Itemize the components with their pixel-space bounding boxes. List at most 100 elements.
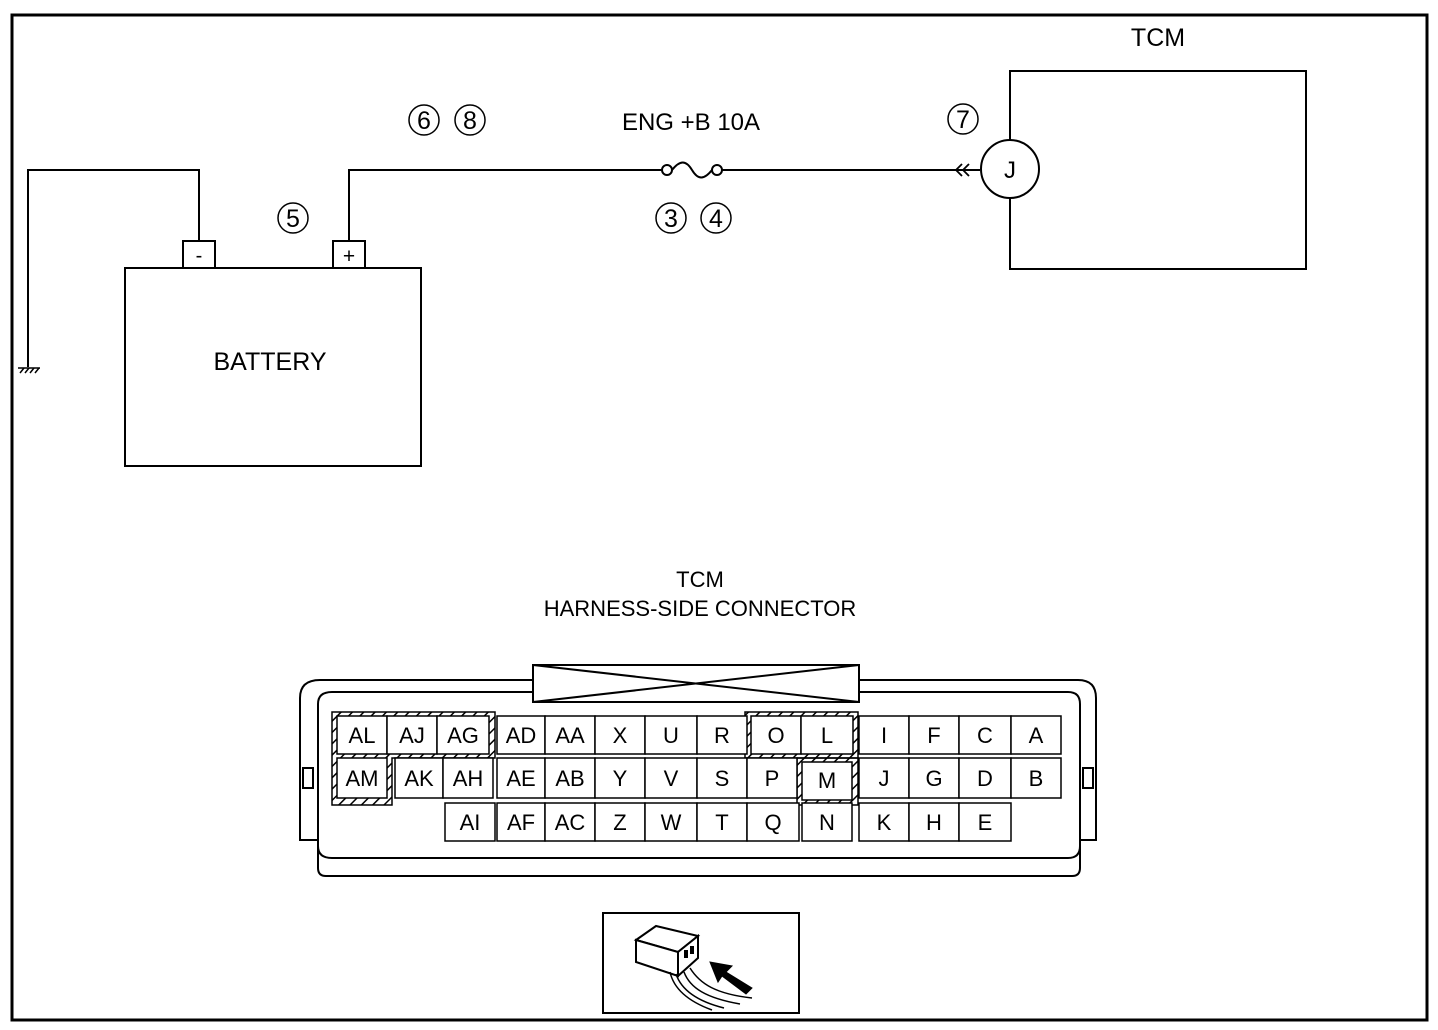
svg-text:Z: Z (613, 810, 626, 835)
pin-t: T (696, 802, 748, 842)
pin-u: U (644, 715, 698, 755)
svg-text:M: M (818, 768, 836, 793)
callout-5: 5 (277, 202, 309, 234)
pin-ab: AB (544, 757, 596, 799)
connector-probe-icon (602, 912, 800, 1014)
svg-text:H: H (926, 810, 942, 835)
callout-6: 6 (408, 104, 440, 136)
pin-af: AF (496, 802, 546, 842)
pin-al: AL (336, 715, 388, 755)
pin-h: H (908, 802, 960, 842)
svg-text:Y: Y (613, 766, 628, 791)
svg-text:AD: AD (506, 723, 537, 748)
pin-k: K (858, 802, 910, 842)
callout-7: 7 (947, 103, 979, 135)
pin-ad: AD (496, 715, 546, 755)
svg-text:I: I (881, 723, 887, 748)
svg-text:A: A (1029, 723, 1044, 748)
svg-text:AL: AL (349, 723, 376, 748)
pin-o: O (750, 715, 802, 755)
connector-pins: AL AJ AG AD AA X U R O L I F C A AM AK A… (336, 715, 1062, 842)
positive-wire (348, 169, 664, 241)
pin-a: A (1010, 715, 1062, 755)
pin-n: N (801, 802, 853, 842)
pin-w: W (644, 802, 698, 842)
pin-ag: AG (436, 715, 490, 755)
ground-wire (27, 169, 200, 367)
battery-negative-sign: - (196, 245, 203, 267)
svg-text:F: F (927, 723, 940, 748)
svg-text:4: 4 (709, 205, 723, 233)
svg-text:5: 5 (286, 205, 300, 233)
pin-ae: AE (496, 757, 546, 799)
pin-e: E (958, 802, 1012, 842)
svg-text:AI: AI (460, 810, 481, 835)
svg-text:AE: AE (506, 766, 535, 791)
connector-arrow-icon (954, 163, 970, 177)
pin-x: X (594, 715, 646, 755)
pin-l: L (800, 715, 854, 755)
svg-text:6: 6 (417, 107, 431, 135)
svg-text:J: J (879, 766, 890, 791)
svg-text:B: B (1029, 766, 1044, 791)
svg-text:E: E (978, 810, 993, 835)
svg-text:8: 8 (463, 107, 477, 135)
pin-c: C (958, 715, 1012, 755)
callout-3: 3 (655, 202, 687, 234)
svg-text:3: 3 (664, 205, 678, 233)
pin-q: Q (746, 802, 800, 842)
connector-subtitle: HARNESS-SIDE CONNECTOR (544, 596, 857, 621)
connector-title: TCM (676, 567, 724, 592)
pin-f: F (908, 715, 960, 755)
svg-text:Q: Q (764, 810, 781, 835)
svg-text:7: 7 (956, 106, 970, 134)
pin-g: G (908, 757, 960, 799)
pin-y: Y (594, 757, 646, 799)
svg-text:T: T (715, 810, 728, 835)
pin-m: M (801, 761, 853, 801)
pin-z: Z (594, 802, 646, 842)
diagram-frame (10, 13, 1429, 1022)
svg-text:AM: AM (346, 766, 379, 791)
pin-ac: AC (544, 802, 596, 842)
svg-text:K: K (877, 810, 892, 835)
pin-p: P (746, 757, 798, 799)
battery-body (124, 267, 422, 467)
callout-4: 4 (700, 202, 732, 234)
tcm-terminal-j-label: J (1004, 157, 1016, 184)
svg-text:U: U (663, 723, 679, 748)
svg-text:R: R (714, 723, 730, 748)
svg-text:AK: AK (404, 766, 434, 791)
battery-label: BATTERY (214, 348, 327, 376)
pin-i: I (858, 715, 910, 755)
pin-d: D (958, 757, 1012, 799)
pin-v: V (644, 757, 698, 799)
pin-ah: AH (442, 757, 494, 799)
pin-aj: AJ (386, 715, 438, 755)
pin-ak: AK (394, 757, 444, 799)
svg-text:G: G (925, 766, 942, 791)
svg-text:P: P (765, 766, 780, 791)
tcm-terminal-j (980, 139, 1040, 199)
svg-text:AB: AB (555, 766, 584, 791)
pin-aa: AA (544, 715, 596, 755)
svg-text:W: W (661, 810, 682, 835)
pin-r: R (696, 715, 748, 755)
svg-text:V: V (664, 766, 679, 791)
svg-text:C: C (977, 723, 993, 748)
battery-negative-terminal (182, 240, 216, 269)
svg-text:L: L (821, 723, 833, 748)
ground-symbol-icon (18, 367, 40, 374)
svg-text:AH: AH (453, 766, 484, 791)
pin-ai: AI (444, 802, 496, 842)
pin-s: S (696, 757, 748, 799)
svg-text:AF: AF (507, 810, 535, 835)
svg-text:N: N (819, 810, 835, 835)
svg-text:S: S (715, 766, 730, 791)
svg-text:D: D (977, 766, 993, 791)
pin-am: AM (336, 757, 388, 799)
svg-text:AA: AA (555, 723, 585, 748)
fuse-label: ENG +B 10A (622, 109, 760, 136)
svg-text:AC: AC (555, 810, 586, 835)
